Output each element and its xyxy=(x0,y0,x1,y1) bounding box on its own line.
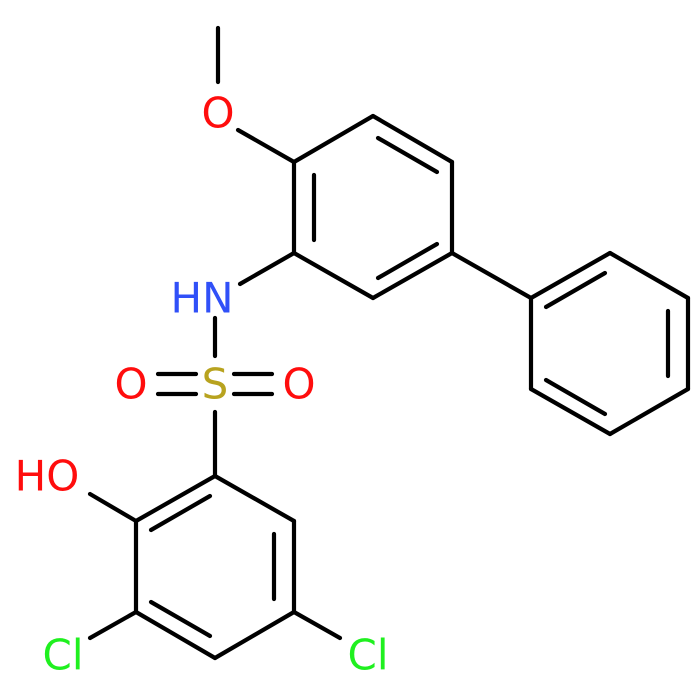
bond-ring1-2-inner xyxy=(375,135,440,175)
bond-ring2-2 xyxy=(607,250,691,301)
bond-biphenyl xyxy=(449,250,534,301)
atom-hydroxyl: HO xyxy=(15,452,80,501)
bond-ring2-1 xyxy=(528,250,613,301)
bond-ring3-4 xyxy=(133,609,218,661)
bond-ring1-4-inner xyxy=(375,241,440,281)
atom-chlorine-right: Cl xyxy=(348,631,389,680)
bond-ring2-1-inner xyxy=(543,270,608,310)
bond-ring2-5 xyxy=(528,386,613,437)
bond-ring2-4 xyxy=(607,386,691,437)
atom-labels: O HN S O O HO Cl Cl xyxy=(15,89,389,680)
atom-chlorine-left: Cl xyxy=(43,631,84,680)
atom-sulfonyl-oxygen-right: O xyxy=(282,360,315,409)
bond-ring-cl-right xyxy=(291,609,343,641)
bond-ring1-1 xyxy=(291,113,376,165)
bond-ring3-1 xyxy=(212,473,297,524)
atom-nh: HN xyxy=(171,274,234,323)
bond-ring1-2 xyxy=(370,113,455,165)
bond-ring3-6-inner xyxy=(148,493,213,533)
bond-ring-nh xyxy=(237,250,297,287)
bond-ring2-5-inner xyxy=(543,377,608,417)
bond-ring3-4-inner xyxy=(148,599,213,639)
bond-ring-oh xyxy=(87,491,139,524)
bond-ring-cl-left xyxy=(87,609,139,641)
atom-methoxy-oxygen: O xyxy=(201,89,234,138)
bond-ring3-6 xyxy=(133,473,218,524)
bond-o-ring xyxy=(235,127,297,165)
bond-ring1-4 xyxy=(370,250,455,301)
bond-ring3-3 xyxy=(212,609,297,661)
bond-ring1-5 xyxy=(291,250,376,301)
bonds xyxy=(87,25,691,661)
atom-sulfur: S xyxy=(202,360,229,409)
atom-sulfonyl-oxygen-left: O xyxy=(114,360,147,409)
